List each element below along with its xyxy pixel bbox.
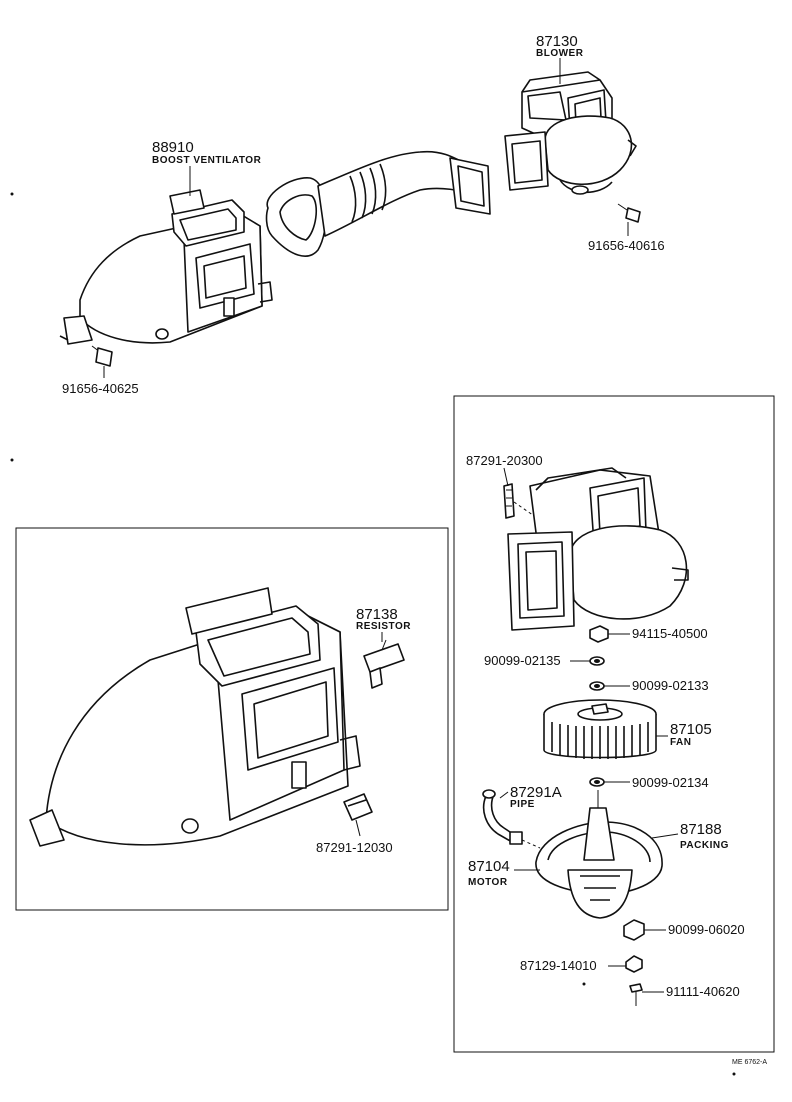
label-pipe: PIPE: [510, 799, 535, 810]
label-87104: 87104: [468, 858, 510, 875]
grommet-87129-14010-icon: [625, 955, 643, 973]
nut-94115-40500-icon: [589, 625, 609, 643]
label-blower: BLOWER: [536, 48, 584, 59]
nut-90099-06020-icon: [623, 919, 645, 941]
label-packing: PACKING: [680, 840, 729, 851]
blower-assembly-drawing: [504, 71, 637, 195]
label-90099-02133: 90099-02133: [632, 678, 709, 693]
label-87105: 87105: [670, 721, 712, 738]
figure-reference: ME 6762-A: [732, 1059, 767, 1066]
label-87138: 87138: [356, 606, 398, 623]
fan-drawing: [543, 699, 657, 759]
label-94115-40500: 94115-40500: [632, 626, 708, 641]
resistor-drawing: [363, 639, 405, 689]
label-90099-06020: 90099-06020: [668, 922, 745, 937]
washer-90099-02133-icon: [589, 681, 605, 691]
label-87291-20300: 87291-20300: [466, 453, 543, 468]
label-91111-40620: 91111-40620: [666, 984, 740, 999]
label-motor: MOTOR: [468, 877, 508, 888]
scan-dot: [10, 192, 14, 196]
label-88910: 88910: [152, 139, 194, 156]
label-91656-40625: 91656-40625: [62, 381, 139, 396]
scan-dot: [582, 982, 586, 986]
scan-dot: [732, 1072, 736, 1076]
label-87129-14010: 87129-14010: [520, 958, 597, 973]
screw-91656-40616-icon: [617, 203, 641, 223]
label-87188: 87188: [680, 821, 722, 838]
scan-dot: [10, 458, 14, 462]
clip-87291-12030-drawing: [343, 793, 373, 821]
label-90099-02134: 90099-02134: [632, 775, 709, 790]
boost-ventilator-drawing: [59, 189, 273, 345]
ventilator-breakdown-frame: [15, 527, 449, 911]
washer-90099-02135-icon: [589, 656, 605, 666]
label-boost-ventilator: BOOST VENTILATOR: [152, 155, 262, 166]
ventilator-large-drawing: [29, 587, 361, 847]
label-fan: FAN: [670, 737, 692, 748]
leader-lines: [103, 58, 679, 993]
label-resistor: RESISTOR: [356, 621, 411, 632]
bolt-91111-40620-icon: [629, 983, 643, 1006]
label-87291-12030: 87291-12030: [316, 840, 393, 855]
screw-91656-40625-icon: [91, 345, 113, 367]
label-87130: 87130: [536, 33, 578, 50]
washer-90099-02134-icon: [589, 777, 605, 787]
motor-drawing: [535, 790, 663, 919]
label-87291a: 87291A: [510, 784, 562, 801]
label-90099-02135: 90099-02135: [484, 653, 561, 668]
duct-hose-drawing: [265, 150, 491, 257]
label-91656-40616: 91656-40616: [588, 238, 665, 253]
pipe-drawing: [482, 789, 541, 849]
blower-case-drawing: [507, 467, 689, 631]
blower-breakdown-frame: [453, 395, 775, 1053]
